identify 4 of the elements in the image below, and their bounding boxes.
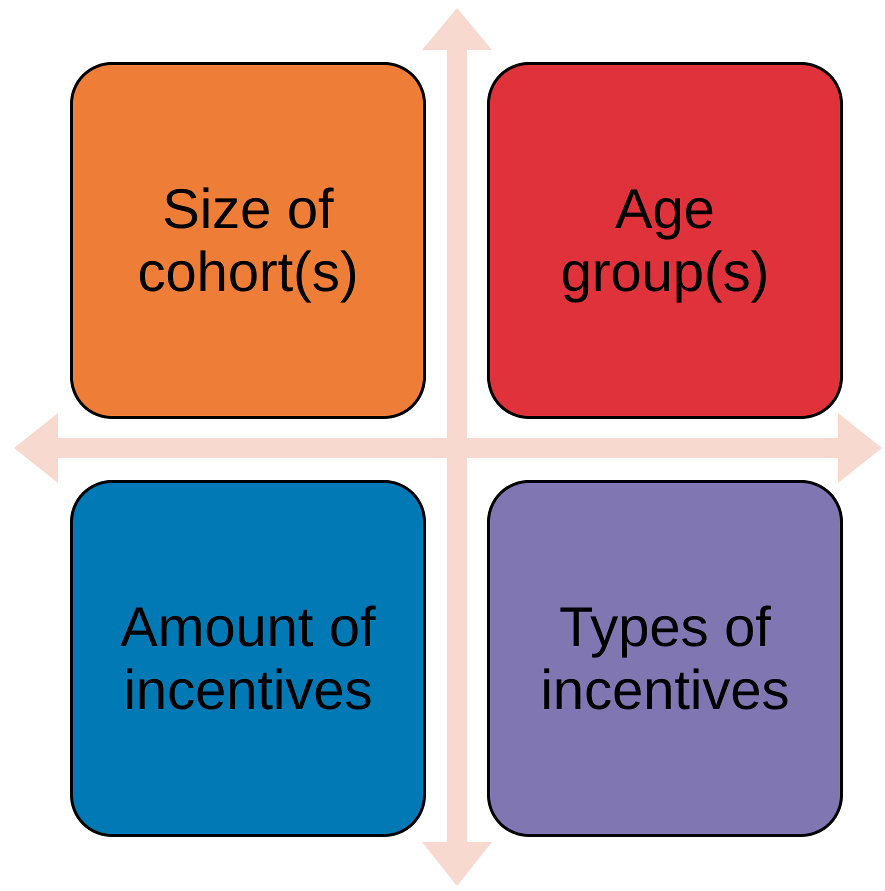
quadrant-box: Size of cohort(s) (70, 62, 426, 419)
quadrant-box: Amount of incentives (70, 480, 426, 837)
quadrant-box: Types of incentives (487, 480, 843, 837)
quadrant-box: Age group(s) (487, 62, 843, 419)
